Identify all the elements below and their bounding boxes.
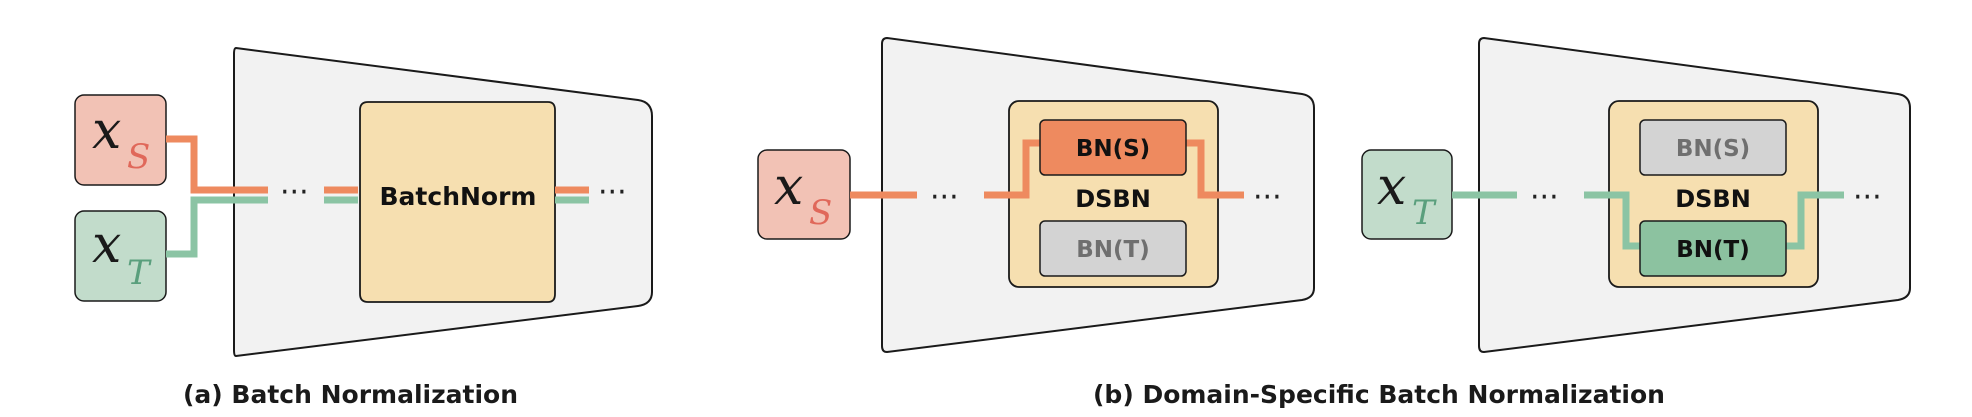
bn-t-label-target-path: BN(T) (1676, 237, 1750, 263)
ellipsis-in-b-target: ··· (1530, 180, 1559, 215)
bn-s-label-source-path: BN(S) (1076, 136, 1150, 162)
caption-a: (a) Batch Normalization (183, 380, 518, 409)
dsbn-label-source: DSBN (1075, 185, 1151, 213)
ellipsis-in-a: ··· (280, 175, 309, 210)
batchnorm-block (359, 101, 556, 303)
ellipsis-out-b-target: ··· (1853, 180, 1882, 215)
input-var-target: x (92, 215, 121, 275)
input-var-source: x (92, 101, 121, 161)
input-box-source-b (757, 149, 851, 240)
bn-t-inactive (1039, 220, 1187, 277)
target-connector-a (166, 196, 268, 258)
input-sub-source: S (127, 137, 150, 177)
panel-b-target: x T ··· DSBN BN(S) BN(T) ··· (1361, 36, 1911, 354)
caption-b: (b) Domain-Specific Batch Normalization (1093, 380, 1665, 409)
input-box-target-b (1361, 149, 1453, 240)
input-sub-target-b: T (1412, 193, 1437, 233)
batchnorm-label: BatchNorm (380, 182, 537, 211)
ellipsis-out-b-source: ··· (1253, 180, 1282, 215)
input-sub-target: T (127, 253, 152, 293)
input-var-source-b: x (774, 157, 803, 217)
input-sub-source-b: S (809, 193, 832, 233)
bn-t-label-source-path: BN(T) (1076, 237, 1150, 263)
input-var-target-b: x (1377, 157, 1406, 217)
ellipsis-out-a: ··· (598, 175, 627, 210)
ellipsis-in-b-source: ··· (930, 180, 959, 215)
bn-s-active (1039, 119, 1187, 176)
bn-s-label-target-path: BN(S) (1676, 136, 1750, 162)
bn-t-active (1639, 220, 1787, 277)
bn-s-inactive (1639, 119, 1787, 176)
dsbn-label-target: DSBN (1675, 185, 1751, 213)
panel-a: x S x T ··· BatchNorm ··· (a) Batch Norm… (74, 46, 653, 409)
panel-b-source: x S ··· DSBN BN(S) BN(T) ··· (757, 36, 1315, 354)
source-connector-a (166, 135, 268, 194)
